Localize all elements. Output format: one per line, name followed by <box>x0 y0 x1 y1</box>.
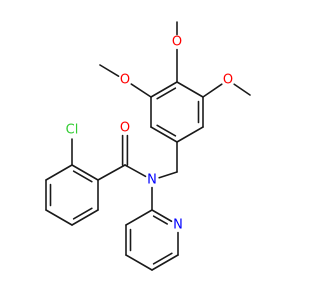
bond-line-7 <box>150 81 178 98</box>
bond-line-28 <box>72 207 93 220</box>
bond-line-36 <box>152 252 173 265</box>
bond-line-14 <box>99 64 120 77</box>
bond-line-37 <box>125 254 153 271</box>
atom-label-o-carbonyl: O <box>120 121 130 136</box>
bond-line-22 <box>72 170 93 183</box>
atom-labels: O ClN N O O O <box>66 35 233 233</box>
bond-line-13 <box>130 83 152 98</box>
bond-line-35 <box>151 254 179 271</box>
bond-line-21 <box>71 164 99 181</box>
bond-line-12 <box>233 83 251 96</box>
bond-line-40 <box>125 209 153 226</box>
bond-lines <box>45 21 251 271</box>
atom-label-n-pyridine: N <box>173 218 183 233</box>
atom-label-o-methoxy-top: O <box>172 35 182 50</box>
atom-label-cl: Cl <box>66 123 79 138</box>
bond-line-4 <box>150 126 178 143</box>
molecule-diagram: O ClN N O O O <box>45 21 251 271</box>
bond-line-32 <box>151 209 173 223</box>
atom-label-o-methoxy-left: O <box>120 73 130 88</box>
bond-line-20 <box>97 164 126 181</box>
atom-label-o-methoxy-right: O <box>223 73 233 88</box>
bond-line-26 <box>45 209 73 226</box>
bond-line-23 <box>45 164 73 181</box>
bond-line-33 <box>152 215 168 225</box>
bond-line-16 <box>158 171 178 179</box>
bond-line-8 <box>156 87 177 100</box>
bond-line-0 <box>176 81 204 98</box>
bond-line-27 <box>71 209 99 226</box>
atom-label-n-amide: N <box>147 173 157 188</box>
bond-line-17 <box>124 164 147 178</box>
bond-line-11 <box>202 83 223 98</box>
bond-line-5 <box>156 124 177 137</box>
bond-line-3 <box>176 126 204 143</box>
